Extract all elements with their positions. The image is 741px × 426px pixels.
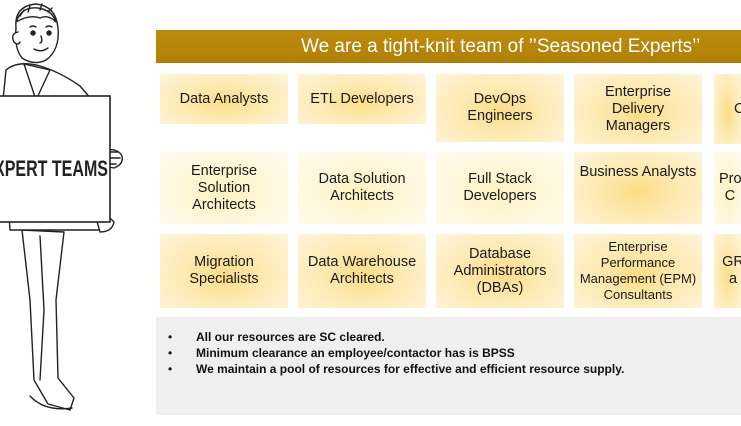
role-tile-etl-developers: ETL Developers xyxy=(298,74,426,124)
note-item: •All our resources are SC cleared. xyxy=(168,330,385,344)
role-tile-epm-consultants: Enterprise Performance Management (EPM) … xyxy=(574,234,702,308)
role-tile-database-administrators: Database Administrators (DBAs) xyxy=(436,234,564,308)
clearance-notes-panel: •All our resources are SC cleared. •Mini… xyxy=(156,317,741,415)
role-tile-partial-1: C xyxy=(714,74,741,144)
role-tile-enterprise-solution-architects: Enterprise Solution Architects xyxy=(160,152,288,224)
banner-title: We are a tight-knit team of ’’Seasoned E… xyxy=(301,36,701,57)
role-tile-partial-2: Pro C xyxy=(714,152,741,224)
expert-teams-illustration: XPERT TEAMS xyxy=(0,3,124,411)
sign-board xyxy=(0,95,111,223)
role-tile-data-analysts: Data Analysts xyxy=(160,74,288,124)
role-tile-full-stack-developers: Full Stack Developers xyxy=(436,152,564,224)
role-tile-migration-specialists: Migration Specialists xyxy=(160,234,288,308)
role-tile-business-analysts: Business Analysts xyxy=(574,152,702,224)
sign-text: XPERT TEAMS xyxy=(0,156,108,181)
role-tile-data-warehouse-architects: Data Warehouse Architects xyxy=(298,234,426,308)
notes-list: •All our resources are SC cleared. •Mini… xyxy=(168,329,624,377)
role-tile-enterprise-delivery-managers: Enterprise Delivery Managers xyxy=(574,74,702,144)
role-tile-devops-engineers: DevOps Engineers xyxy=(436,74,564,142)
role-tile-data-solution-architects: Data Solution Architects xyxy=(298,152,426,224)
team-banner: We are a tight-knit team of ’’Seasoned E… xyxy=(156,30,741,63)
note-item: •Minimum clearance an employee/contactor… xyxy=(168,346,515,360)
note-item: •We maintain a pool of resources for eff… xyxy=(168,362,625,376)
role-tile-partial-3: GR a xyxy=(714,234,741,308)
